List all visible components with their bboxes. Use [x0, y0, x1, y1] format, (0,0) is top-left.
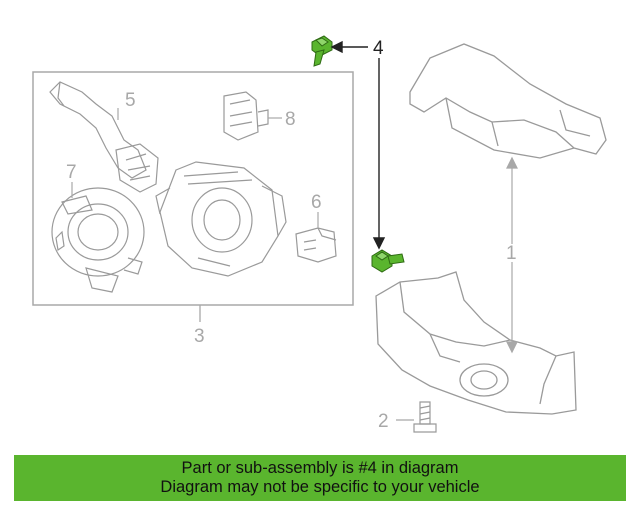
callout-1-leader: [506, 156, 518, 354]
upper-shroud: [409, 43, 607, 159]
callout-5: 5: [125, 90, 136, 111]
stalk-switch-part-5: [49, 81, 159, 193]
bolt-part-4-top: [311, 35, 333, 67]
callout-7: 7: [66, 162, 77, 183]
callout-4: 4: [373, 38, 384, 59]
lower-shroud: [375, 271, 577, 415]
subassembly-box: [32, 71, 354, 306]
banner-line-2: Diagram may not be specific to your vehi…: [160, 478, 480, 496]
clockspring-part-7: [51, 187, 145, 293]
bolt-part-4-lower: [371, 249, 405, 273]
callout-1: 1: [506, 243, 517, 264]
callout-2: 2: [378, 411, 389, 432]
banner-line-1: Part or sub-assembly is #4 in diagram: [181, 459, 459, 477]
info-banner: Part or sub-assembly is #4 in diagram Di…: [14, 455, 626, 501]
screw-part-2: [413, 401, 437, 433]
switch-part-8: [223, 91, 269, 141]
callout-8: 8: [285, 109, 296, 130]
callout-3: 3: [194, 326, 205, 347]
callout-4-leader: [330, 40, 386, 250]
connector-part-6: [295, 227, 337, 263]
parts-diagram: 3 5 8 7 6: [32, 35, 607, 433]
switch-housing: [155, 161, 287, 277]
callout-6: 6: [311, 192, 322, 213]
